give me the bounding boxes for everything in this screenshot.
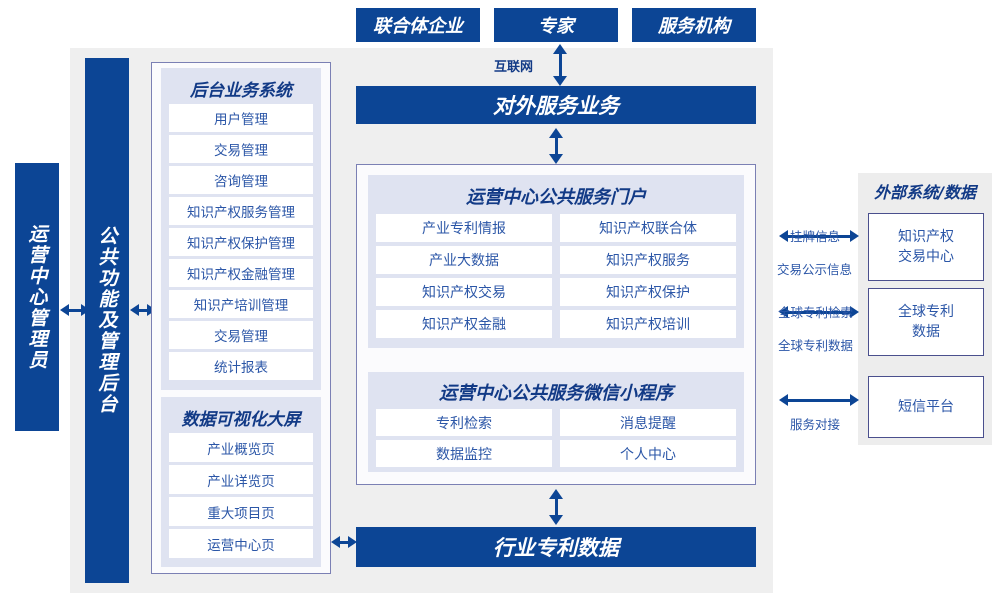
external-link-arrow-0 xyxy=(779,226,859,246)
datascreen-industry-arrow xyxy=(331,532,357,552)
industry-data-label: 行业专利数据 xyxy=(493,536,619,560)
common-backend-box[interactable]: 公共功能及管理后台 xyxy=(85,58,129,583)
external-link-label-above: 挂牌信息 xyxy=(790,229,841,244)
external-link-label-below: 服务对接 xyxy=(790,417,841,432)
data-screen-list: 产业概览页 产业详览页 重大项目页 运营中心页 xyxy=(169,433,313,558)
backend-system-group: 后台业务系统 用户管理 交易管理 咨询管理 知识产权服务管理 知识产权保护管理 … xyxy=(161,68,321,390)
list-item[interactable]: 咨询管理 xyxy=(169,166,313,194)
external-link-label-above: 全球专利检索 xyxy=(778,305,854,320)
portal-item[interactable]: 知识产权服务 xyxy=(560,246,736,274)
portal-grid: 产业专利情报 知识产权联合体 产业大数据 知识产权服务 知识产权交易 知识产权保… xyxy=(376,214,736,338)
list-item[interactable]: 产业详览页 xyxy=(169,465,313,494)
portal-group: 运营中心公共服务门户 产业专利情报 知识产权联合体 产业大数据 知识产权服务 知… xyxy=(368,175,744,348)
top-actor-box-0[interactable]: 联合体企业 xyxy=(356,8,480,42)
top-actor-box-1[interactable]: 专家 xyxy=(494,8,618,42)
portal-item[interactable]: 知识产权交易 xyxy=(376,278,552,306)
miniprogram-item[interactable]: 专利检索 xyxy=(376,409,552,436)
miniprogram-group: 运营中心公共服务微信小程序 专利检索 消息提醒 数据监控 个人中心 xyxy=(368,372,744,472)
external-link-arrow-1 xyxy=(779,302,859,322)
external-link-label-below: 全球专利数据 xyxy=(778,338,854,353)
list-item[interactable]: 用户管理 xyxy=(169,104,313,132)
list-item[interactable]: 交易管理 xyxy=(169,135,313,163)
center-industry-arrow xyxy=(547,489,565,525)
list-item[interactable]: 知识产权保护管理 xyxy=(169,228,313,256)
list-item[interactable]: 交易管理 xyxy=(169,321,313,349)
list-item[interactable]: 知识产权服务管理 xyxy=(169,197,313,225)
external-service-bar[interactable]: 对外服务业务 xyxy=(356,86,756,124)
portal-item[interactable]: 产业大数据 xyxy=(376,246,552,274)
external-item-0[interactable]: 知识产权 交易中心 xyxy=(868,213,984,281)
portal-title: 运营中心公共服务门户 xyxy=(466,187,646,208)
external-item-line2: 交易中心 xyxy=(898,249,954,265)
data-screen-title: 数据可视化大屏 xyxy=(181,409,301,430)
external-item-2[interactable]: 短信平台 xyxy=(868,376,984,438)
miniprogram-item[interactable]: 数据监控 xyxy=(376,440,552,467)
internet-label: 互联网 xyxy=(494,60,534,75)
backend-system-title: 后台业务系统 xyxy=(190,80,292,101)
left-actor-label: 运营中心管理员 xyxy=(25,223,48,371)
external-link-arrow-2 xyxy=(779,390,859,410)
top-actor-label: 专家 xyxy=(538,16,574,37)
external-item-line1: 知识产权 xyxy=(898,229,954,245)
industry-data-bar[interactable]: 行业专利数据 xyxy=(356,527,756,567)
external-item-line1: 全球专利 xyxy=(898,304,954,320)
external-item-line2: 数据 xyxy=(912,324,940,340)
portal-item[interactable]: 知识产权保护 xyxy=(560,278,736,306)
list-item[interactable]: 运营中心页 xyxy=(169,529,313,558)
miniprogram-item[interactable]: 个人中心 xyxy=(560,440,736,467)
internet-arrow xyxy=(551,44,569,86)
top-actor-box-2[interactable]: 服务机构 xyxy=(632,8,756,42)
external-item-1[interactable]: 全球专利 数据 xyxy=(868,288,984,356)
list-item[interactable]: 重大项目页 xyxy=(169,497,313,526)
common-backend-label: 公共功能及管理后台 xyxy=(95,226,118,415)
miniprogram-grid: 专利检索 消息提醒 数据监控 个人中心 xyxy=(376,409,736,467)
list-item[interactable]: 知识产权金融管理 xyxy=(169,259,313,287)
service-portal-arrow xyxy=(547,128,565,164)
external-service-label: 对外服务业务 xyxy=(493,94,619,118)
top-actor-label: 服务机构 xyxy=(658,16,730,37)
portal-item[interactable]: 知识产权培训 xyxy=(560,310,736,338)
external-panel-title: 外部系统/数据 xyxy=(874,183,976,202)
left-actor-box[interactable]: 运营中心管理员 xyxy=(15,163,59,431)
miniprogram-title: 运营中心公共服务微信小程序 xyxy=(439,383,673,404)
external-link-label-below: 交易公示信息 xyxy=(777,262,853,277)
external-item-line1: 短信平台 xyxy=(898,399,954,415)
top-actor-label: 联合体企业 xyxy=(373,16,463,37)
backend-system-list: 用户管理 交易管理 咨询管理 知识产权服务管理 知识产权保护管理 知识产权金融管… xyxy=(169,104,313,380)
portal-item[interactable]: 知识产权联合体 xyxy=(560,214,736,242)
list-item[interactable]: 知识产培训管理 xyxy=(169,290,313,318)
list-item[interactable]: 统计报表 xyxy=(169,352,313,380)
portal-item[interactable]: 产业专利情报 xyxy=(376,214,552,242)
portal-item[interactable]: 知识产权金融 xyxy=(376,310,552,338)
miniprogram-item[interactable]: 消息提醒 xyxy=(560,409,736,436)
list-item[interactable]: 产业概览页 xyxy=(169,433,313,462)
data-screen-group: 数据可视化大屏 产业概览页 产业详览页 重大项目页 运营中心页 xyxy=(161,397,321,567)
